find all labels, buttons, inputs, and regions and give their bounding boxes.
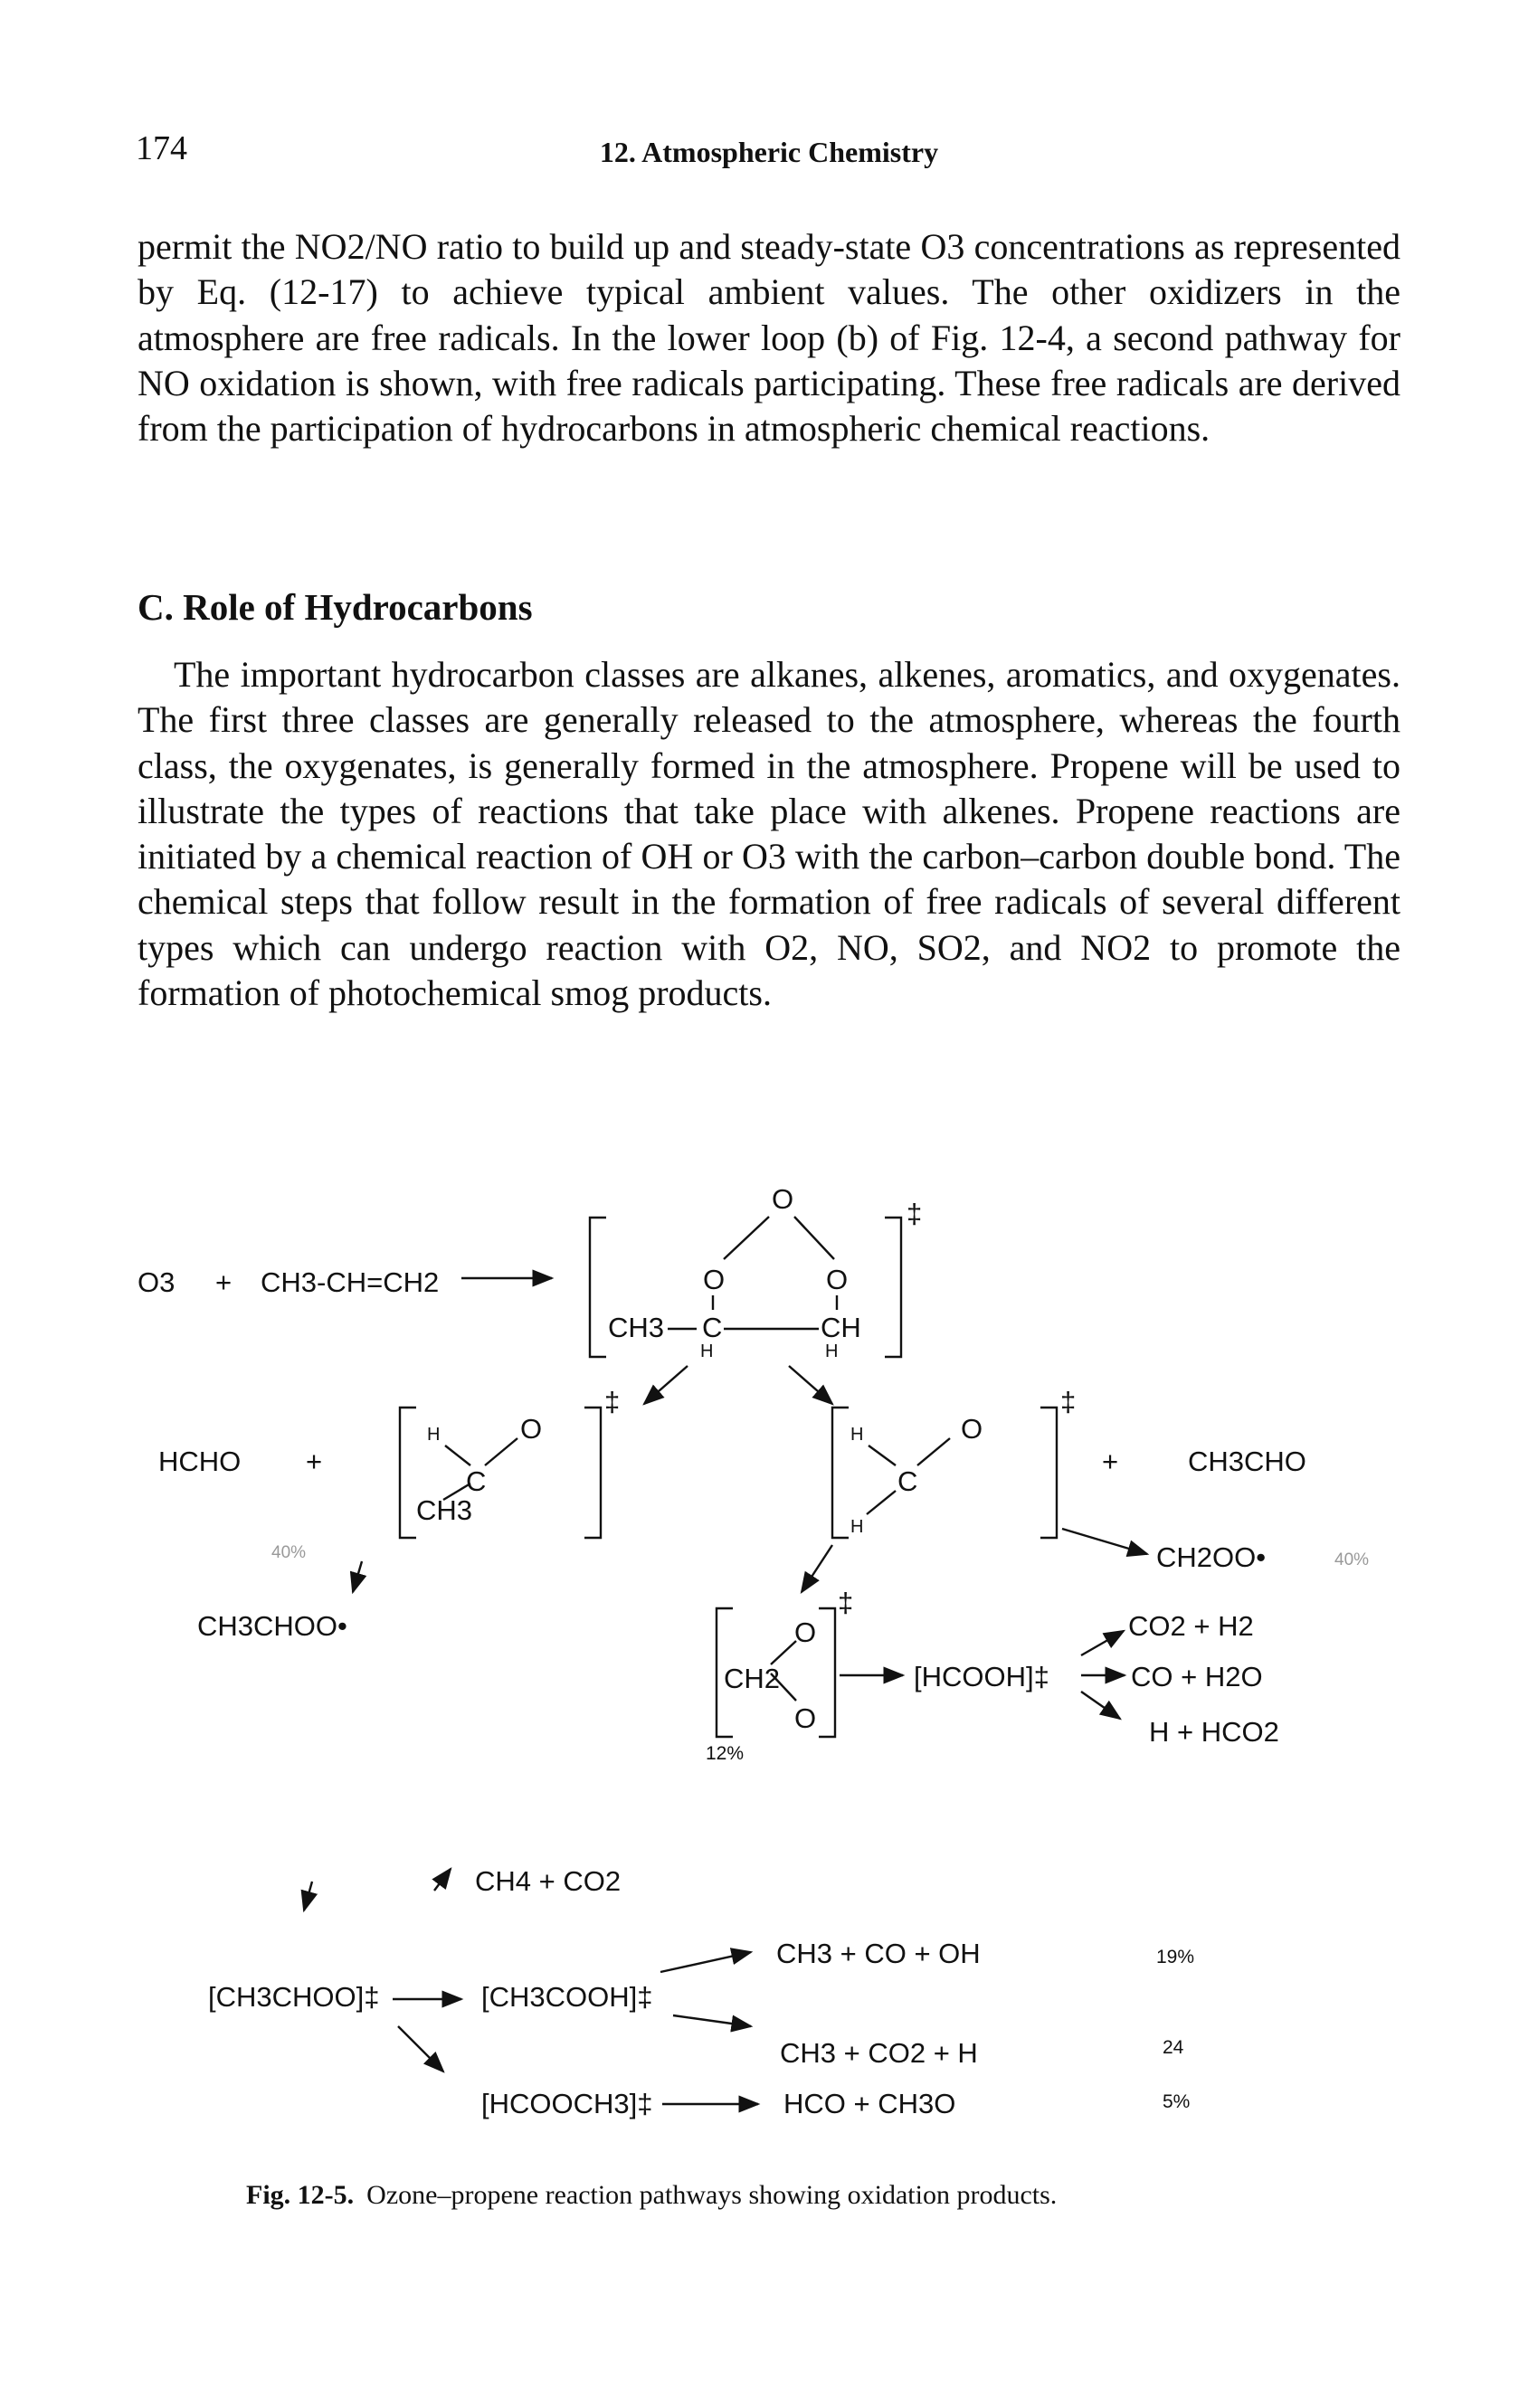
pct-40-right: 40%	[1334, 1550, 1369, 1569]
svg-text:O: O	[772, 1183, 793, 1215]
reaction-scheme: O3 + CH3-CH=CH2 ‡ O O O CH3 C CH H H HCH…	[138, 1183, 1369, 1764]
svg-text:H: H	[427, 1425, 440, 1445]
svg-text:H: H	[850, 1425, 863, 1445]
products-co-h2o: CO + H2O	[1131, 1661, 1263, 1692]
reactant-o3: O3	[138, 1266, 175, 1298]
svg-text:O: O	[961, 1413, 983, 1445]
arrow-to-ch2oo	[1061, 1527, 1150, 1558]
arrow-to-dioxirane	[800, 1544, 834, 1595]
dioxirane: ‡ O CH2 O	[715, 1587, 853, 1739]
arrow-cleave-right	[788, 1365, 834, 1406]
primary-ozonide: ‡ O O O CH3 C CH H H	[588, 1183, 922, 1361]
svg-text:C: C	[466, 1465, 486, 1497]
products-hco-ch3o: HCO + CH3O	[783, 2088, 955, 2119]
products-h-hco2: H + HCO2	[1149, 1716, 1279, 1748]
caption-text: Ozone–propene reaction pathways showing …	[366, 2180, 1058, 2210]
body-paragraph-2: The important hydrocarbon classes are al…	[138, 654, 1400, 1014]
excited-ch3choo: [CH3CHOO]‡	[208, 1981, 379, 2013]
arrow-to-h-hco2	[1080, 1691, 1122, 1721]
plus-sign: +	[215, 1266, 232, 1298]
reactant-propene: CH3-CH=CH2	[261, 1266, 439, 1298]
svg-text:H: H	[825, 1341, 838, 1361]
hot-methyl-formate: [HCOOCH3]‡	[481, 2088, 652, 2119]
svg-text:‡: ‡	[838, 1587, 853, 1618]
pct-24: 24	[1163, 2037, 1184, 2058]
svg-text:H: H	[700, 1341, 713, 1361]
running-head: 12. Atmospheric Chemistry	[599, 136, 939, 168]
caption-label: Fig. 12-5.	[246, 2180, 355, 2210]
arrow-to-co2-h2	[1080, 1629, 1126, 1657]
hot-acetic-acid: [CH3COOH]‡	[481, 1981, 652, 2013]
scheme-bottom-rows: text { font-family: "Liberation Sans", s…	[0, 2019, 1538, 2164]
svg-text:‡: ‡	[1060, 1386, 1076, 1417]
hcho: HCHO	[158, 1446, 241, 1477]
svg-text:‡: ‡	[907, 1198, 922, 1229]
body-paragraph-1: permit the NO2/NO ratio to build up and …	[138, 226, 1400, 450]
svg-text:H: H	[850, 1517, 863, 1537]
criegee-ch2oo: ‡ H C O H	[831, 1386, 1076, 1540]
products-co2-h2: CO2 + H2	[1128, 1610, 1254, 1642]
svg-text:O: O	[520, 1413, 542, 1445]
pct-5: 5%	[1163, 2091, 1190, 2112]
svg-text:CH3: CH3	[608, 1312, 664, 1343]
acetaldehyde: CH3CHO	[1188, 1446, 1306, 1477]
section-heading: C. Role of Hydrocarbons	[138, 586, 533, 628]
svg-text:O: O	[794, 1702, 816, 1734]
ch4-co2: CH4 + CO2	[475, 1865, 621, 1897]
plus-sign: +	[1102, 1446, 1118, 1477]
svg-text:CH: CH	[821, 1312, 861, 1343]
pct-40-left: 40%	[271, 1543, 306, 1562]
stabilized-ch2oo: CH2OO•	[1156, 1541, 1266, 1573]
svg-text:O: O	[703, 1264, 725, 1295]
criegee-ch3cho: ‡ H C O CH3	[398, 1386, 620, 1540]
figure-caption: Fig. 12-5. Ozone–propene reaction pathway…	[246, 2180, 1057, 2211]
page-number: 174	[136, 129, 187, 167]
products-ch3-co-oh: CH3 + CO + OH	[776, 1938, 981, 1969]
pct-19: 19%	[1156, 1947, 1194, 1967]
svg-text:C: C	[897, 1465, 917, 1497]
reaction-scheme-lower: text { font-family: "Liberation Sans", s…	[208, 1865, 1194, 2033]
arrow-cleave-left	[642, 1365, 688, 1406]
stabilized-ch3choo: CH3CHOO•	[197, 1610, 347, 1642]
svg-text:O: O	[826, 1264, 848, 1295]
pct-12: 12%	[706, 1743, 744, 1764]
hot-formic-acid: [HCOOH]‡	[914, 1661, 1049, 1692]
arrow-to-ch3choo	[349, 1560, 367, 1595]
svg-text:CH2: CH2	[724, 1663, 780, 1694]
svg-text:O: O	[794, 1616, 816, 1648]
plus-sign: +	[306, 1446, 322, 1477]
products-ch3-co2-h: CH3 + CO2 + H	[780, 2037, 978, 2069]
svg-text:C: C	[702, 1312, 722, 1343]
svg-text:‡: ‡	[604, 1386, 620, 1417]
